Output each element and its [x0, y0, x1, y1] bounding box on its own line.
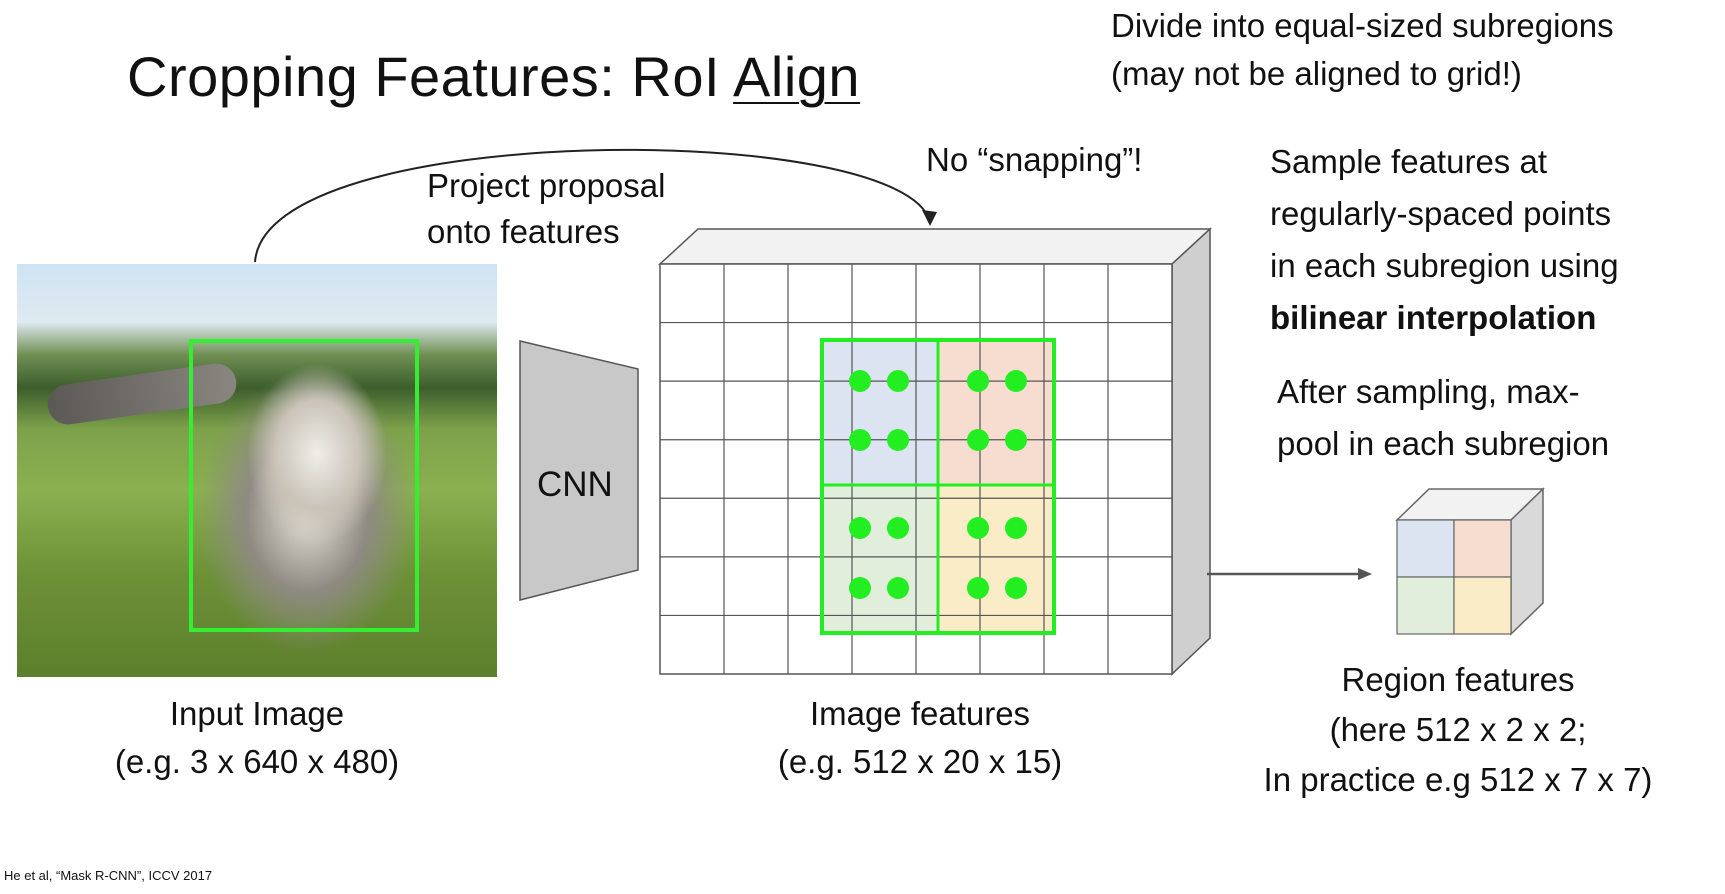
- feature-map-top: [658, 228, 1212, 265]
- projection-arc: [254, 148, 931, 263]
- features-caption-line-2: (e.g. 512 x 20 x 15): [777, 742, 1063, 780]
- subregion-bottom-right: [938, 485, 1054, 633]
- feature-grid: [660, 264, 1172, 674]
- sampling-points: [849, 370, 1027, 599]
- subregion-bottom-left: [822, 485, 938, 633]
- sample-note: Sample features at regularly-spaced poin…: [1270, 136, 1619, 345]
- region-caption-line-3: In practice e.g 512 x 7 x 7): [1263, 761, 1653, 799]
- sample-point: [1005, 517, 1027, 539]
- features-caption: Image features (e.g. 512 x 20 x 15): [740, 690, 1100, 786]
- sample-point: [1005, 429, 1027, 451]
- sample-point: [849, 429, 871, 451]
- project-note: Project proposal onto features: [427, 163, 665, 255]
- divide-line-1: Divide into equal-sized subregions: [1111, 7, 1614, 44]
- input-caption-line-1: Input Image: [169, 695, 345, 732]
- sample-point: [1005, 577, 1027, 599]
- feature-map-side: [1171, 227, 1211, 676]
- projection-arrowhead: [922, 210, 937, 226]
- sample-line-1: Sample features at: [1270, 143, 1547, 180]
- divide-note: Divide into equal-sized subregions (may …: [1111, 2, 1614, 98]
- sample-point: [887, 370, 909, 392]
- sample-line-2: regularly-spaced points: [1270, 195, 1612, 233]
- input-caption: Input Image (e.g. 3 x 640 x 480): [77, 690, 437, 786]
- sample-point: [849, 370, 871, 392]
- sample-point: [967, 577, 989, 599]
- pool-line-2: pool in each subregion: [1277, 425, 1610, 463]
- region-caption: Region features (here 512 x 2 x 2; In pr…: [1218, 655, 1698, 805]
- divide-line-2: (may not be aligned to grid!): [1111, 54, 1522, 92]
- project-line-2: onto features: [427, 213, 620, 251]
- subregion-top-left: [822, 340, 938, 485]
- region-caption-line-1: Region features: [1341, 661, 1575, 698]
- no-snapping-note: No “snapping”!: [926, 141, 1143, 178]
- cnn-block: [519, 340, 639, 601]
- cnn-label: CNN: [537, 465, 613, 504]
- sample-point: [887, 429, 909, 451]
- region-cell-bottom-left: [1396, 576, 1455, 635]
- pool-line-1: After sampling, max-: [1277, 373, 1580, 410]
- sample-line-3: in each subregion using: [1270, 247, 1619, 285]
- sample-bold: bilinear interpolation: [1270, 299, 1597, 337]
- project-line-1: Project proposal: [427, 167, 666, 204]
- sample-point: [967, 429, 989, 451]
- region-cell-top-left: [1396, 519, 1455, 578]
- features-caption-line-1: Image features: [809, 695, 1031, 732]
- proposal-bounding-box: [189, 339, 419, 632]
- sample-point: [967, 370, 989, 392]
- sample-point: [1005, 370, 1027, 392]
- page-title: Cropping Features: RoI Align: [127, 44, 860, 109]
- subregion-top-right: [938, 340, 1054, 485]
- input-caption-line-2: (e.g. 3 x 640 x 480): [114, 742, 400, 780]
- right-arrow-icon: [1358, 568, 1372, 580]
- sample-point: [967, 517, 989, 539]
- sample-point: [887, 577, 909, 599]
- citation: He et al, “Mask R-CNN”, ICCV 2017: [4, 868, 213, 883]
- title-main: Cropping Features: RoI: [127, 45, 734, 108]
- region-cell-bottom-right: [1453, 576, 1512, 635]
- region-caption-line-2: (here 512 x 2 x 2;: [1329, 711, 1587, 749]
- sample-point: [887, 517, 909, 539]
- region-cell-top-right: [1453, 519, 1512, 578]
- pool-note: After sampling, max- pool in each subreg…: [1277, 366, 1609, 470]
- sample-point: [849, 577, 871, 599]
- kitten-photo: [17, 264, 497, 677]
- title-underlined: Align: [733, 45, 861, 108]
- sample-point: [849, 517, 871, 539]
